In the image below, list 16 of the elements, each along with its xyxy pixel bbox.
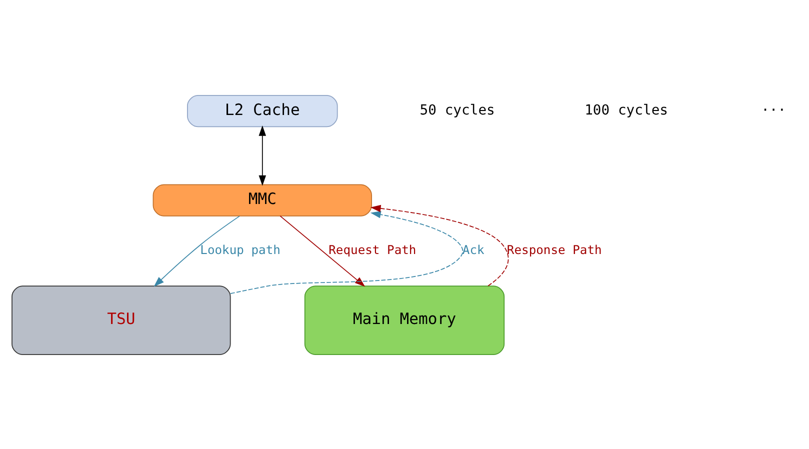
arrow xyxy=(280,214,366,286)
label: 100 cycles xyxy=(584,102,668,118)
node-box: L2 Cache xyxy=(187,94,338,127)
node-box: MMC xyxy=(152,184,372,216)
node-box: Main Memory xyxy=(304,285,505,354)
arrow xyxy=(258,124,266,186)
edge-label: Request Path xyxy=(328,242,416,257)
arrow xyxy=(230,210,464,294)
arrow xyxy=(154,215,240,286)
edge-label: Ack xyxy=(462,242,484,257)
edge-label: Lookup path xyxy=(200,242,280,257)
label: ··· xyxy=(761,102,786,118)
label: 50 cycles xyxy=(420,102,495,118)
edge-label: Response Path xyxy=(506,242,602,257)
node-box: TSU xyxy=(12,285,231,354)
arrow xyxy=(370,204,509,286)
